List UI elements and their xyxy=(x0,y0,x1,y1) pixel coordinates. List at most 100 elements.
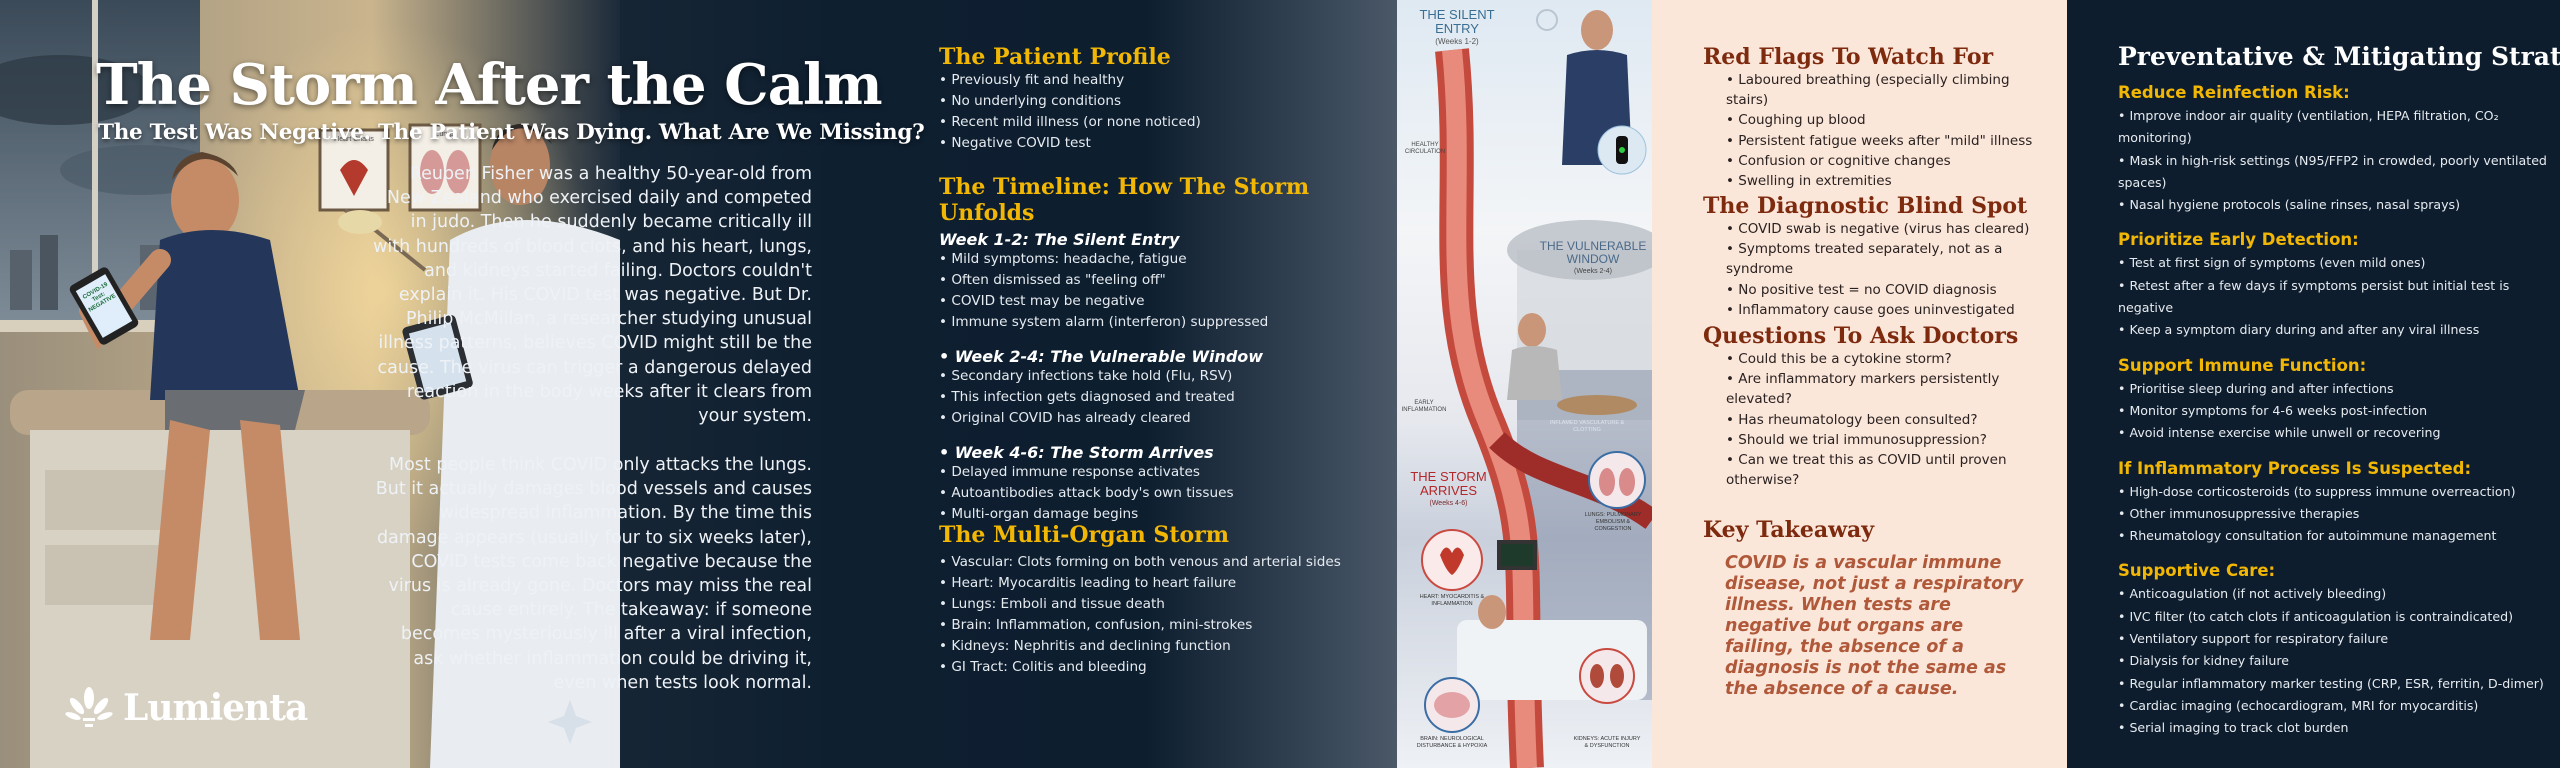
list-item: Inflammatory cause goes uninvestigated xyxy=(1726,300,2053,320)
key-takeaway-text: COVID is a vascular immune disease, not … xyxy=(1725,553,2024,699)
strategy-group: Reduce Reinfection Risk: Improve indoor a… xyxy=(2118,83,2548,216)
list-item: Has rheumatology been consulted? xyxy=(1726,410,2053,430)
phase-title: • Week 4-6: The Storm Arrives xyxy=(939,443,1214,462)
brain-label: BRAIN: NEUROLOGICAL DISTURBANCE & HYPOXI… xyxy=(1416,736,1488,749)
multi-organ-list: Vascular: Clots forming on both venous a… xyxy=(939,552,1379,678)
fit-man-figure xyxy=(1562,10,1647,175)
lungs-icon xyxy=(1588,451,1646,509)
list-item: Delayed immune response activates xyxy=(939,462,1379,483)
list-item: COVID test may be negative xyxy=(939,291,1379,312)
list-item: Nasal hygiene protocols (saline rinses, … xyxy=(2118,194,2548,216)
list-item: Laboured breathing (especially climbing … xyxy=(1726,70,2053,110)
list-item: Kidneys: Nephritis and declining functio… xyxy=(939,636,1379,657)
page-title: The Storm After the Calm xyxy=(96,52,883,118)
strategy-group-heading: Support Immune Function: xyxy=(2118,355,2367,375)
strategy-group-heading: Reduce Reinfection Risk: xyxy=(2118,83,2350,102)
stage3-weeks: (Weeks 4-6) xyxy=(1429,500,1468,507)
multi-organ-section: The Multi-Organ Storm Vascular: Clots fo… xyxy=(939,522,1379,678)
patient-profile-list: Previously fit and healthyNo underlying … xyxy=(939,70,1379,154)
list-item: Should we trial immunosuppression? xyxy=(1726,430,2053,450)
red-flags-list: Laboured breathing (especially climbing … xyxy=(1726,70,2053,191)
multi-organ-heading: The Multi-Organ Storm xyxy=(939,522,1230,548)
page-subtitle: The Test Was Negative. The Patient Was D… xyxy=(98,120,925,145)
list-item: COVID swab is negative (virus has cleare… xyxy=(1726,219,2053,239)
list-item: Prioritise sleep during and after infect… xyxy=(2118,378,2548,400)
list-item: Negative COVID test xyxy=(939,133,1379,154)
list-item: Original COVID has already cleared xyxy=(939,408,1379,429)
phase-list: Mild symptoms: headache, fatigueOften di… xyxy=(939,249,1379,333)
list-item: Confusion or cognitive changes xyxy=(1726,151,2053,171)
list-item: Other immunosuppressive therapies xyxy=(2118,503,2548,525)
brand-name: Lumienta xyxy=(123,687,308,729)
strategy-list: High-dose corticosteroids (to suppress i… xyxy=(2118,481,2548,548)
kidneys-label: KIDNEYS: ACUTE INJURY & DYSFUNCTION xyxy=(1573,736,1641,749)
sparkle-icon xyxy=(548,700,592,744)
list-item: Test at first sign of symptoms (even mil… xyxy=(2118,252,2548,274)
list-item: Avoid intense exercise while unwell or r… xyxy=(2118,422,2548,444)
list-item: Recent mild illness (or none noticed) xyxy=(939,112,1379,133)
lungs-label: LUNGS: PULMONARY EMBOLISM & CONGESTION xyxy=(1584,512,1642,532)
list-item: Ventilatory support for respiratory fail… xyxy=(2118,628,2548,650)
timeline-heading: The Timeline: How The Storm Unfolds xyxy=(939,174,1310,226)
list-item: Dialysis for kidney failure xyxy=(2118,650,2548,672)
list-item: Lungs: Emboli and tissue death xyxy=(939,594,1379,615)
list-item: Retest after a few days if symptoms pers… xyxy=(2118,275,2548,320)
brand-logo: Lumienta xyxy=(65,684,308,732)
list-item: Autoantibodies attack body's own tissues xyxy=(939,483,1379,504)
list-item: High-dose corticosteroids (to suppress i… xyxy=(2118,481,2548,503)
story-paragraph-2: Most people think COVID only attacks the… xyxy=(375,455,812,693)
stage2-label: THE VULNERABLE WINDOW (Weeks 2-4) xyxy=(1537,240,1649,276)
stage2-title: THE VULNERABLE WINDOW xyxy=(1539,239,1647,266)
list-item: Often dismissed as "feeling off" xyxy=(939,270,1379,291)
list-item: No underlying conditions xyxy=(939,91,1379,112)
red-flags-section: Red Flags To Watch For Laboured breathin… xyxy=(1703,44,2053,191)
list-item: No positive test = no COVID diagnosis xyxy=(1726,280,2053,300)
red-flags-heading: Red Flags To Watch For xyxy=(1703,44,1994,70)
key-takeaway-section: Key Takeaway xyxy=(1703,517,2053,543)
list-item: Secondary infections take hold (Flu, RSV… xyxy=(939,366,1379,387)
list-item: IVC filter (to catch clots if anticoagul… xyxy=(2118,606,2548,628)
stage3-title: THE STORM ARRIVES xyxy=(1410,469,1487,498)
list-item: Swelling in extremities xyxy=(1726,171,2053,191)
list-item: Serial imaging to track clot burden xyxy=(2118,717,2548,739)
list-item: Heart: Myocarditis leading to heart fail… xyxy=(939,573,1379,594)
stage1-weeks: (Weeks 1-2) xyxy=(1435,37,1479,46)
strategy-group-heading: Prioritize Early Detection: xyxy=(2118,230,2359,250)
strategy-list: Prioritise sleep during and after infect… xyxy=(2118,378,2548,445)
stage2-weeks: (Weeks 2-4) xyxy=(1574,268,1612,275)
list-item: Coughing up blood xyxy=(1726,110,2053,130)
patient-profile-heading: The Patient Profile xyxy=(939,44,1171,70)
healthy-circulation-label: HEALTHY CIRCULATION xyxy=(1404,142,1446,155)
list-item: Previously fit and healthy xyxy=(939,70,1379,91)
virus-icon xyxy=(1536,9,1559,31)
list-item: Keep a symptom diary during and after an… xyxy=(2118,319,2548,341)
strategy-list: Anticoagulation (if not actively bleedin… xyxy=(2118,583,2548,739)
timeline-section: The Timeline: How The Storm Unfolds Week… xyxy=(939,174,1379,525)
phase-list: Delayed immune response activatesAutoant… xyxy=(939,462,1379,525)
lungs-poster-label: Lungs xyxy=(435,131,455,138)
phase-list: Secondary infections take hold (Flu, RSV… xyxy=(939,366,1379,429)
strategies-section: Preventative & Mitigating Strategies Red… xyxy=(2118,42,2560,754)
list-item: Symptoms treated separately, not as a sy… xyxy=(1726,239,2053,279)
doctor-figure xyxy=(402,124,620,768)
inflamed-vasculature-label: INFLAMED VASCULATURE & CLOTTING xyxy=(1549,420,1625,433)
early-inflammation-label: EARLY INFLAMMATION xyxy=(1401,400,1447,413)
list-item: Immune system alarm (interferon) suppres… xyxy=(939,312,1379,333)
list-item: Are inflammatory markers persistently el… xyxy=(1726,369,2053,409)
blind-spot-section: The Diagnostic Blind Spot COVID swab is … xyxy=(1703,193,2053,320)
blind-spot-list: COVID swab is negative (virus has cleare… xyxy=(1726,219,2053,320)
clinic-scene-illustration: Heart Charts Lungs COVID-19 Test: NEGATI… xyxy=(0,0,620,768)
stage1-title: THE SILENT ENTRY xyxy=(1419,7,1495,36)
story-paragraph-1: Reuben Fisher was a healthy 50-year-old … xyxy=(373,164,812,427)
list-item: Monitor symptoms for 4-6 weeks post-infe… xyxy=(2118,400,2548,422)
lotus-logo-icon xyxy=(65,687,113,727)
storm-timeline-illustration: THE SILENT ENTRY (Weeks 1-2) HEALTHY CIR… xyxy=(1397,0,1652,768)
heart-label: HEART: MYOCARDITIS & INFLAMMATION xyxy=(1419,594,1485,607)
strategy-group: Prioritize Early Detection:Test at first… xyxy=(2118,230,2548,341)
phase-title: • Week 2-4: The Vulnerable Window xyxy=(939,347,1264,366)
strategy-list: Improve indoor air quality (ventilation,… xyxy=(2118,105,2548,216)
kidneys-icon xyxy=(1579,648,1635,704)
list-item: This infection gets diagnosed and treate… xyxy=(939,387,1379,408)
list-item: Mask in high-risk settings (N95/FFP2 in … xyxy=(2118,150,2548,195)
strategy-group: If Inflammatory Process Is Suspected:Hig… xyxy=(2118,459,2548,548)
